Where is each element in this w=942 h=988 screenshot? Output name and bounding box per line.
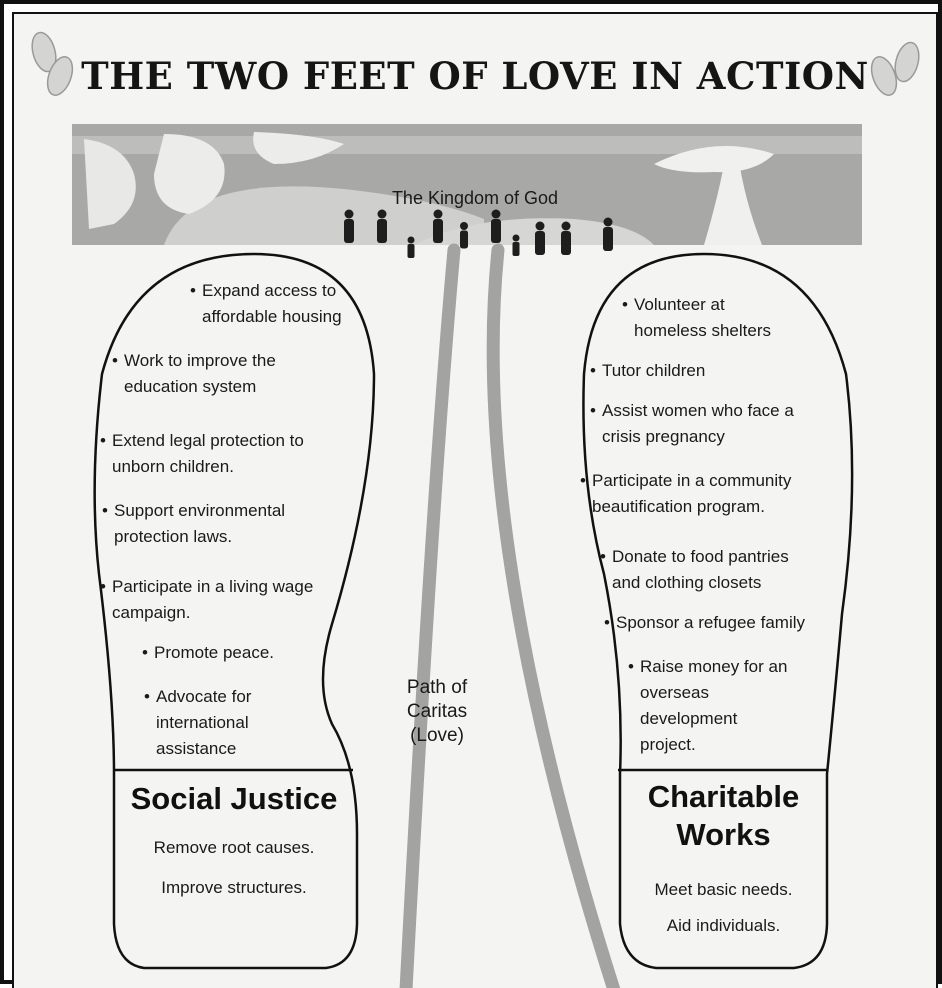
right-foot-item-text: Assist women who face a crisis pregnancy: [602, 401, 794, 446]
right-foot-item: •Donate to food pantries and clothing cl…: [600, 544, 789, 596]
family-silhouettes-icon: [344, 209, 613, 258]
left-foot-item-text: Extend legal protection to unborn childr…: [112, 431, 304, 476]
right-foot-outline: [582, 252, 854, 970]
left-foot-item-text: Support environmental protection laws.: [114, 501, 286, 546]
left-foot-item: •Work to improve the education system: [112, 348, 276, 400]
charitable-works-line: Meet basic needs.: [654, 880, 793, 899]
left-foot-item-text: Participate in a living wage campaign.: [112, 577, 314, 622]
path-of-caritas-label: Path of Caritas (Love): [406, 677, 468, 746]
poster-artwork: [31, 31, 920, 988]
kingdom-of-god-label: The Kingdom of God: [391, 188, 559, 208]
left-foot-item-text: Advocate for international assistance: [156, 687, 252, 758]
left-foot-item: •Advocate for international assistance: [144, 684, 251, 762]
charitable-works-line: Aid individuals.: [666, 916, 781, 935]
right-foot-item-text: Tutor children: [602, 361, 706, 380]
left-foot-item-text: Promote peace.: [154, 643, 275, 662]
right-foot-item: •Participate in a community beautificati…: [580, 468, 791, 520]
left-foot-item-text: Expand access to affordable housing: [202, 281, 342, 326]
right-foot-item-text: Participate in a community beautificatio…: [592, 471, 792, 516]
left-foot-item-text: Work to improve the education system: [124, 351, 276, 396]
right-foot-item-text: Volunteer at homeless shelters: [634, 295, 772, 340]
social-justice-line: Remove root causes.: [153, 838, 315, 857]
right-foot-item: •Raise money for an overseas development…: [628, 654, 787, 758]
right-foot-item: •Assist women who face a crisis pregnanc…: [590, 398, 794, 450]
right-foot-item-text: Raise money for an overseas development …: [640, 657, 788, 754]
poster-title: THE TWO FEET OF LOVE IN ACTION: [81, 54, 869, 98]
right-foot-item-text: Sponsor a refugee family: [616, 613, 805, 632]
caritas-path: [399, 243, 621, 988]
left-foot-item: •Promote peace.: [142, 640, 274, 666]
social-justice-heading: Social Justice: [130, 781, 338, 816]
left-foot-outline: [93, 252, 376, 970]
footprints-icon-left: [31, 31, 74, 96]
poster: THE TWO FEET OF LOVE IN ACTION The Kingd…: [12, 12, 938, 988]
right-foot-item: •Sponsor a refugee family: [604, 610, 805, 636]
footprints-icon-right: [870, 41, 920, 96]
social-justice-line: Improve structures.: [161, 878, 307, 897]
charitable-works-heading: Charitable Works: [647, 779, 800, 852]
left-foot-item: •Support environmental protection laws.: [102, 498, 285, 550]
left-foot-item: •Expand access to affordable housing: [190, 278, 342, 330]
left-foot-item: •Participate in a living wage campaign.: [100, 574, 313, 626]
left-foot-item: •Extend legal protection to unborn child…: [100, 428, 304, 480]
right-foot-item: •Tutor children: [590, 358, 705, 384]
right-foot-item-text: Donate to food pantries and clothing clo…: [612, 547, 789, 592]
right-foot-item: •Volunteer at homeless shelters: [622, 292, 771, 344]
